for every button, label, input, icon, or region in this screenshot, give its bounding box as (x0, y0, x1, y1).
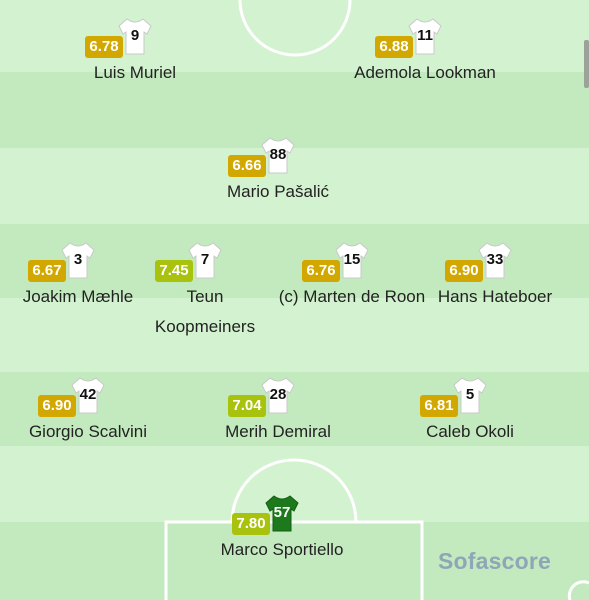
jersey-shape (453, 377, 487, 414)
shirt-number: 3 (73, 251, 83, 268)
player-name: Ademola Lookman (354, 63, 496, 82)
rating-badge: 6.88 (375, 36, 413, 58)
shirt-number: 28 (269, 386, 287, 403)
jersey-shape (408, 18, 442, 55)
rating-badge: 6.90 (38, 395, 76, 417)
rating-badge: 6.67 (28, 260, 66, 282)
pitch-stripe (0, 522, 589, 600)
shirt-number: 9 (130, 27, 140, 44)
rating-badge: 6.90 (445, 260, 483, 282)
player-name: Luis Muriel (93, 63, 177, 82)
jersey-shape (478, 242, 512, 279)
rating-badge: 7.45 (155, 260, 193, 282)
jersey-shape (261, 377, 295, 414)
rating-badge: 6.66 (228, 155, 266, 177)
player-name: (c) Marten de Roon (278, 287, 426, 306)
player-name: Mario Pašalić (226, 182, 330, 201)
rating-badge: 6.78 (85, 36, 123, 58)
shirt-number: 7 (200, 251, 210, 268)
player-name: Joakim Mæhle (22, 287, 134, 306)
rating-badge: 7.04 (228, 395, 266, 417)
rating-badge: 6.76 (302, 260, 340, 282)
jersey-shape (118, 18, 152, 55)
goal-area (164, 520, 424, 600)
shirt-number: 5 (465, 386, 475, 403)
rating-badge: 6.81 (420, 395, 458, 417)
player-name: Caleb Okoli (426, 422, 514, 441)
pitch-stripe (0, 72, 589, 148)
corner-arc (567, 580, 589, 600)
penalty-arc (230, 458, 358, 523)
shirt-number: 11 (417, 27, 433, 44)
jersey-shape (61, 242, 95, 279)
jersey-shape (335, 242, 369, 279)
pitch-stripe (0, 298, 589, 372)
shirt-number: 15 (343, 251, 361, 268)
player-name: Teun Koopmeiners (154, 287, 256, 336)
rating-badge: 7.80 (232, 513, 270, 535)
shirt-number: 57 (273, 504, 291, 521)
jersey-shape (265, 495, 299, 532)
jersey-shape (261, 137, 295, 174)
shirt-number: 88 (269, 146, 287, 163)
jersey-shape (71, 377, 105, 414)
scrollbar[interactable] (584, 40, 589, 88)
player-name: Hans Hateboer (437, 287, 553, 306)
center-circle (238, 0, 352, 57)
player-name: Merih Demiral (225, 422, 331, 441)
sofascore-watermark: Sofascore (438, 548, 552, 574)
jersey-shape (188, 242, 222, 279)
shirt-number: 42 (79, 386, 97, 403)
shirt-number: 33 (486, 251, 504, 268)
player-name: Giorgio Scalvini (28, 422, 148, 441)
pitch-stripe (0, 148, 589, 224)
player-name: Marco Sportiello (220, 540, 344, 559)
